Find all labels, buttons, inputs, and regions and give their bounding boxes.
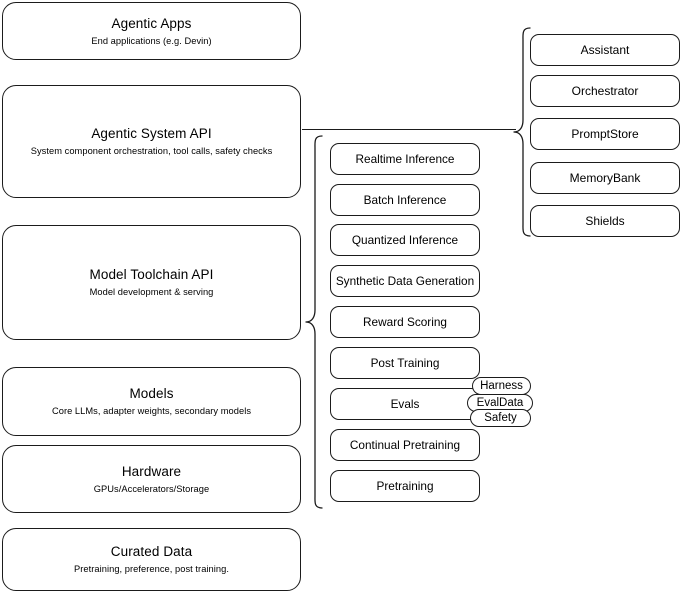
layer-subtitle: System component orchestration, tool cal… bbox=[30, 146, 273, 156]
brace-system-components bbox=[513, 27, 531, 237]
system-pill-shields[interactable]: Shields bbox=[530, 205, 680, 237]
pill-label: Shields bbox=[585, 214, 625, 228]
layer-box-models[interactable]: Models Core LLMs, adapter weights, secon… bbox=[2, 367, 301, 436]
layer-title: Curated Data bbox=[110, 544, 193, 559]
pill-label: Batch Inference bbox=[363, 193, 447, 207]
layer-title: Hardware bbox=[121, 463, 182, 479]
layer-subtitle: Pretraining, preference, post training. bbox=[74, 564, 229, 574]
system-pill-memorybank[interactable]: MemoryBank bbox=[530, 162, 680, 194]
eval-badge-safety[interactable]: Safety bbox=[470, 409, 531, 427]
pill-label: Quantized Inference bbox=[351, 233, 459, 247]
layer-subtitle: Model development & serving bbox=[89, 287, 214, 297]
layer-box-agentic-apps[interactable]: Agentic Apps End applications (e.g. Devi… bbox=[2, 2, 301, 60]
toolchain-pill-reward-scoring[interactable]: Reward Scoring bbox=[330, 306, 480, 338]
pill-label: MemoryBank bbox=[569, 171, 641, 185]
brace-toolchain bbox=[305, 135, 323, 509]
layer-box-model-toolchain-api[interactable]: Model Toolchain API Model development & … bbox=[2, 225, 301, 340]
layer-title: Agentic System API bbox=[91, 126, 212, 141]
layer-box-agentic-system-api[interactable]: Agentic System API System component orch… bbox=[2, 85, 301, 198]
layer-subtitle: End applications (e.g. Devin) bbox=[91, 35, 212, 46]
layer-box-hardware[interactable]: Hardware GPUs/Accelerators/Storage bbox=[2, 445, 301, 513]
layer-box-curated-data[interactable]: Curated Data Pretraining, preference, po… bbox=[2, 528, 301, 591]
pill-label: Continual Pretraining bbox=[349, 438, 461, 452]
toolchain-pill-batch-inference[interactable]: Batch Inference bbox=[330, 184, 480, 216]
pill-label: Reward Scoring bbox=[363, 315, 447, 329]
pill-label: Pretraining bbox=[376, 479, 434, 493]
pill-label: Assistant bbox=[580, 43, 630, 57]
pill-label: Orchestrator bbox=[571, 84, 639, 98]
eval-badge-harness[interactable]: Harness bbox=[472, 377, 531, 395]
layer-title: Model Toolchain API bbox=[89, 267, 214, 282]
system-pill-promptstore[interactable]: PromptStore bbox=[530, 118, 680, 150]
layer-title: Models bbox=[129, 386, 174, 401]
layer-title: Agentic Apps bbox=[111, 15, 192, 31]
badge-label: EvalData bbox=[476, 397, 524, 409]
toolchain-pill-continual-pretraining[interactable]: Continual Pretraining bbox=[330, 429, 480, 461]
badge-label: Safety bbox=[484, 412, 517, 424]
toolchain-pill-evals[interactable]: Evals bbox=[330, 388, 480, 420]
badge-label: Harness bbox=[480, 380, 523, 392]
toolchain-pill-realtime-inference[interactable]: Realtime Inference bbox=[330, 143, 480, 175]
pill-label: Post Training bbox=[370, 356, 440, 370]
layer-subtitle: GPUs/Accelerators/Storage bbox=[93, 483, 210, 494]
toolchain-pill-post-training[interactable]: Post Training bbox=[330, 347, 480, 379]
connector-line-system-api bbox=[302, 129, 516, 131]
pill-label: PromptStore bbox=[571, 127, 639, 141]
toolchain-pill-quantized-inference[interactable]: Quantized Inference bbox=[330, 224, 480, 256]
pill-label: Synthetic Data Generation bbox=[335, 274, 475, 288]
system-pill-assistant[interactable]: Assistant bbox=[530, 34, 680, 66]
toolchain-pill-pretraining[interactable]: Pretraining bbox=[330, 470, 480, 502]
layer-subtitle: Core LLMs, adapter weights, secondary mo… bbox=[51, 406, 252, 416]
toolchain-pill-synthetic-data-generation[interactable]: Synthetic Data Generation bbox=[330, 265, 480, 297]
system-pill-orchestrator[interactable]: Orchestrator bbox=[530, 75, 680, 107]
pill-label: Realtime Inference bbox=[355, 152, 455, 166]
pill-label: Evals bbox=[390, 397, 420, 411]
